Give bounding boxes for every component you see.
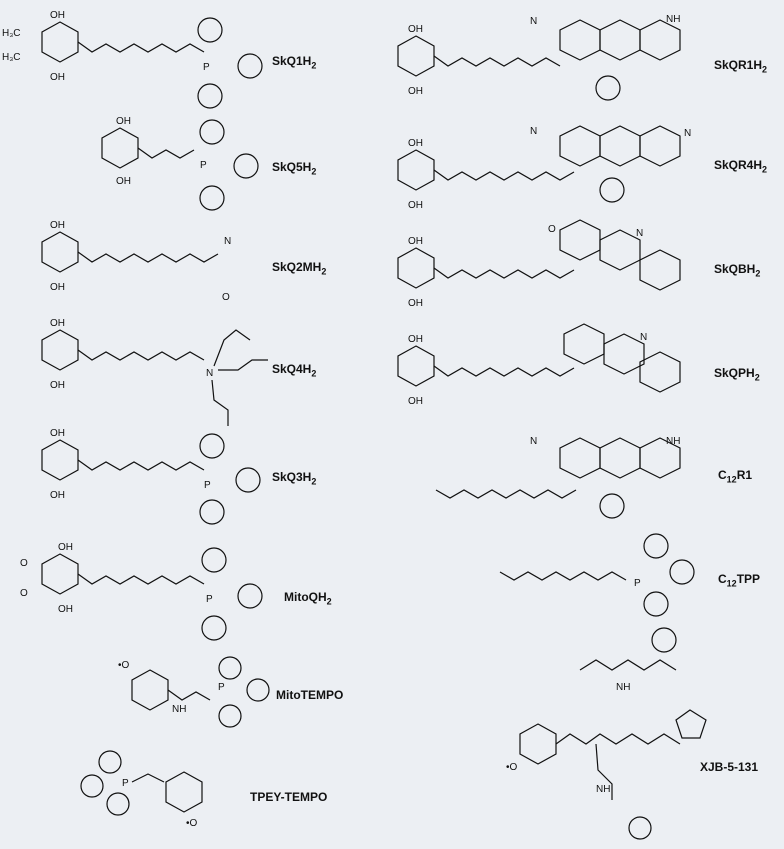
compound-label-mitotempo: MitoTEMPO [276, 688, 344, 702]
compound-label-tpeytempo: TPEY-TEMPO [250, 790, 328, 804]
atom-nitrogen: N [640, 332, 647, 343]
compound-label-skqr1h2: SkQR1H2 [714, 58, 768, 75]
structure-skq1h2: OH OH H₃C H₃C P [2, 10, 263, 109]
structure-skqr1h2: OH OH N NH [397, 14, 681, 101]
atom-phosphorus: P [206, 594, 213, 605]
atom-oh: OH [408, 200, 423, 211]
atom-oh: OH [58, 542, 73, 553]
atom-phosphorus: P [218, 682, 225, 693]
atom-nh: NH [172, 704, 186, 715]
atom-oh: OH [50, 282, 65, 293]
atom-nh: NH [666, 14, 680, 25]
atom-h3c: H₃C [2, 52, 21, 63]
atom-oh: OH [408, 138, 423, 149]
compound-label-c12tpp: C12TPP [718, 572, 761, 589]
atom-nitrogen: N [684, 128, 691, 139]
atom-phosphorus: P [122, 778, 129, 789]
atom-nitrogen: N [530, 436, 537, 447]
compound-label-c12r1: C12R1 [718, 468, 753, 485]
atom-nh: NH [666, 436, 680, 447]
compound-label-xjb: XJB-5-131 [700, 760, 759, 774]
atom-phosphorus: P [204, 480, 211, 491]
structure-skqph2: OH OH N [397, 323, 681, 407]
atom-oh: OH [408, 298, 423, 309]
atom-oxygen: O [20, 558, 28, 569]
atom-oxygen: O [222, 292, 230, 303]
structure-skqbh2: OH OH N O [397, 219, 681, 309]
atom-nh: NH [596, 784, 610, 795]
atom-oxygen: O [20, 588, 28, 599]
atom-oh: OH [50, 72, 65, 83]
structure-xjb: •O NH NH [506, 627, 707, 840]
atom-nitroxide: •O [506, 762, 518, 773]
atom-oh: OH [408, 396, 423, 407]
atom-phosphorus: P [200, 160, 207, 171]
atom-oh: OH [116, 116, 131, 127]
atom-oh: OH [408, 24, 423, 35]
compound-label-skqbh2: SkQBH2 [714, 262, 761, 279]
compound-label-skq1h2: SkQ1H2 [272, 54, 317, 71]
atom-phosphorus: P [634, 578, 641, 589]
atom-oh: OH [50, 490, 65, 501]
compound-label-skq2mh2: SkQ2MH2 [272, 260, 327, 277]
atom-oh: OH [50, 220, 65, 231]
atom-nitrogen: N [530, 16, 537, 27]
atom-oh: OH [408, 86, 423, 97]
atom-oh: OH [408, 236, 423, 247]
atom-nitrogen: N [206, 368, 213, 379]
structure-mitoqh2: OH OH O O P [20, 542, 263, 641]
atom-nh: NH [616, 682, 630, 693]
atom-oh: OH [50, 318, 65, 329]
atom-nitroxide: •O [186, 818, 198, 829]
compound-label-skq3h2: SkQ3H2 [272, 470, 317, 487]
structure-skq3h2: OH OH P [41, 428, 261, 525]
atom-nitrogen: N [530, 126, 537, 137]
structure-mitotempo: •O NH P [118, 656, 270, 728]
structure-skq2mh2: OH OH N O [41, 220, 231, 303]
atom-h3c: H₃C [2, 28, 21, 39]
atom-oh: OH [58, 604, 73, 615]
atom-oxygen: O [548, 224, 556, 235]
structure-tpeytempo: P •O [80, 750, 203, 829]
compound-label-mitoqh2: MitoQH2 [284, 590, 332, 607]
structure-skqr4h2: OH OH N N [397, 125, 691, 211]
atom-oh: OH [50, 380, 65, 391]
atom-oh: OH [116, 176, 131, 187]
compound-label-skqr4h2: SkQR4H2 [714, 158, 768, 175]
atom-nitroxide: •O [118, 660, 130, 671]
compound-label-skqph2: SkQPH2 [714, 366, 760, 383]
compound-label-skq5h2: SkQ5H2 [272, 160, 317, 177]
atom-nitrogen: N [224, 236, 231, 247]
compound-label-skq4h2: SkQ4H2 [272, 362, 317, 379]
atom-oh: OH [408, 334, 423, 345]
atom-oh: OH [50, 428, 65, 439]
structure-c12tpp: P [499, 533, 695, 617]
structure-skq5h2: OH OH P [101, 116, 259, 211]
atom-nitrogen: N [636, 228, 643, 239]
structure-skq4h2: OH OH N [41, 318, 268, 426]
structure-c12r1: N NH [435, 436, 681, 519]
atom-oh: OH [50, 10, 65, 21]
atom-phosphorus: P [203, 62, 210, 73]
